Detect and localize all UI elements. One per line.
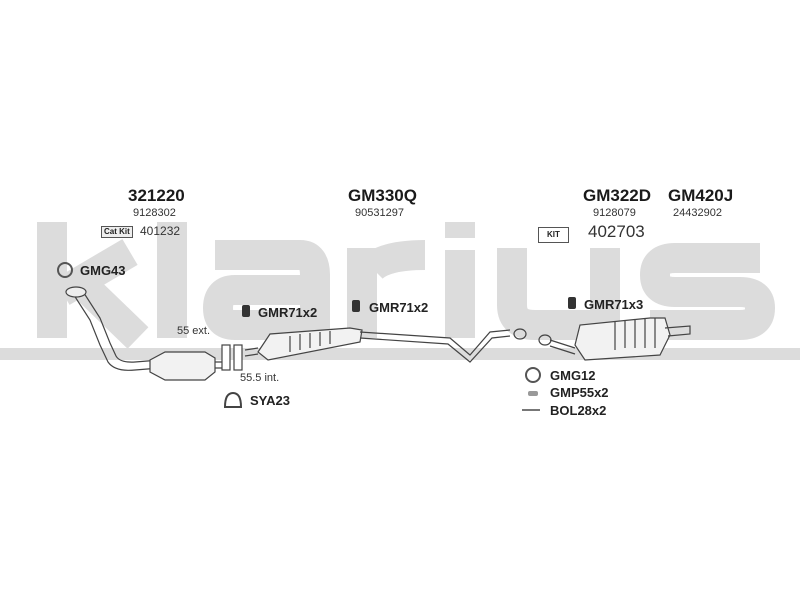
- clamp-icon-sya23: [223, 391, 243, 408]
- label-55-ext: 55 ext.: [177, 325, 211, 337]
- part-code: GM322D: [583, 186, 652, 205]
- kit-number: 401232: [140, 224, 181, 238]
- intermediate-pipe: [359, 329, 511, 363]
- part-ref: 9128079: [593, 207, 636, 219]
- kit-number: 402703: [588, 222, 645, 241]
- cat-kit-badge: Cat Kit: [101, 226, 133, 238]
- part-code: GM420J: [668, 186, 734, 205]
- rear-silencer: [574, 317, 671, 361]
- label-gmr71-rear: GMR71x3: [584, 297, 644, 312]
- label-gmr71-centre: GMR71x2: [369, 300, 429, 315]
- logo-letter-a: [202, 240, 330, 340]
- logo-letter-r: [347, 240, 426, 338]
- front-pipe: [71, 291, 161, 371]
- rubber-mount-icon-2: [352, 300, 360, 312]
- part-code: GM330Q: [348, 186, 417, 205]
- gasket-icon-gmg43: [57, 262, 73, 278]
- part-ref: 9128302: [133, 207, 176, 219]
- label-55-5-int: 55.5 int.: [240, 372, 280, 384]
- part-code: 321220: [128, 186, 185, 205]
- label-bol28: BOL28x2: [550, 403, 607, 418]
- label-sya23: SYA23: [250, 393, 290, 408]
- label-gmg43: GMG43: [80, 263, 126, 278]
- logo-letter-s: [639, 243, 776, 340]
- front-flange: [65, 286, 87, 298]
- label-gmr71-front: GMR71x2: [258, 305, 318, 320]
- part-ref: 90531297: [355, 207, 404, 219]
- rubber-mount-icon-3: [568, 297, 576, 309]
- label-gmp55: GMP55x2: [550, 385, 609, 400]
- logo-letter-k: [37, 222, 149, 349]
- rubber-mount-icon-1: [242, 305, 250, 317]
- label-gmg12: GMG12: [550, 368, 596, 383]
- catalytic-converter: [149, 351, 216, 381]
- pipe-icon-gmp55: [528, 391, 538, 396]
- part-ref: 24432902: [673, 207, 722, 219]
- gasket-icon-gmg12: [525, 367, 541, 383]
- kit-badge: KIT: [538, 227, 569, 243]
